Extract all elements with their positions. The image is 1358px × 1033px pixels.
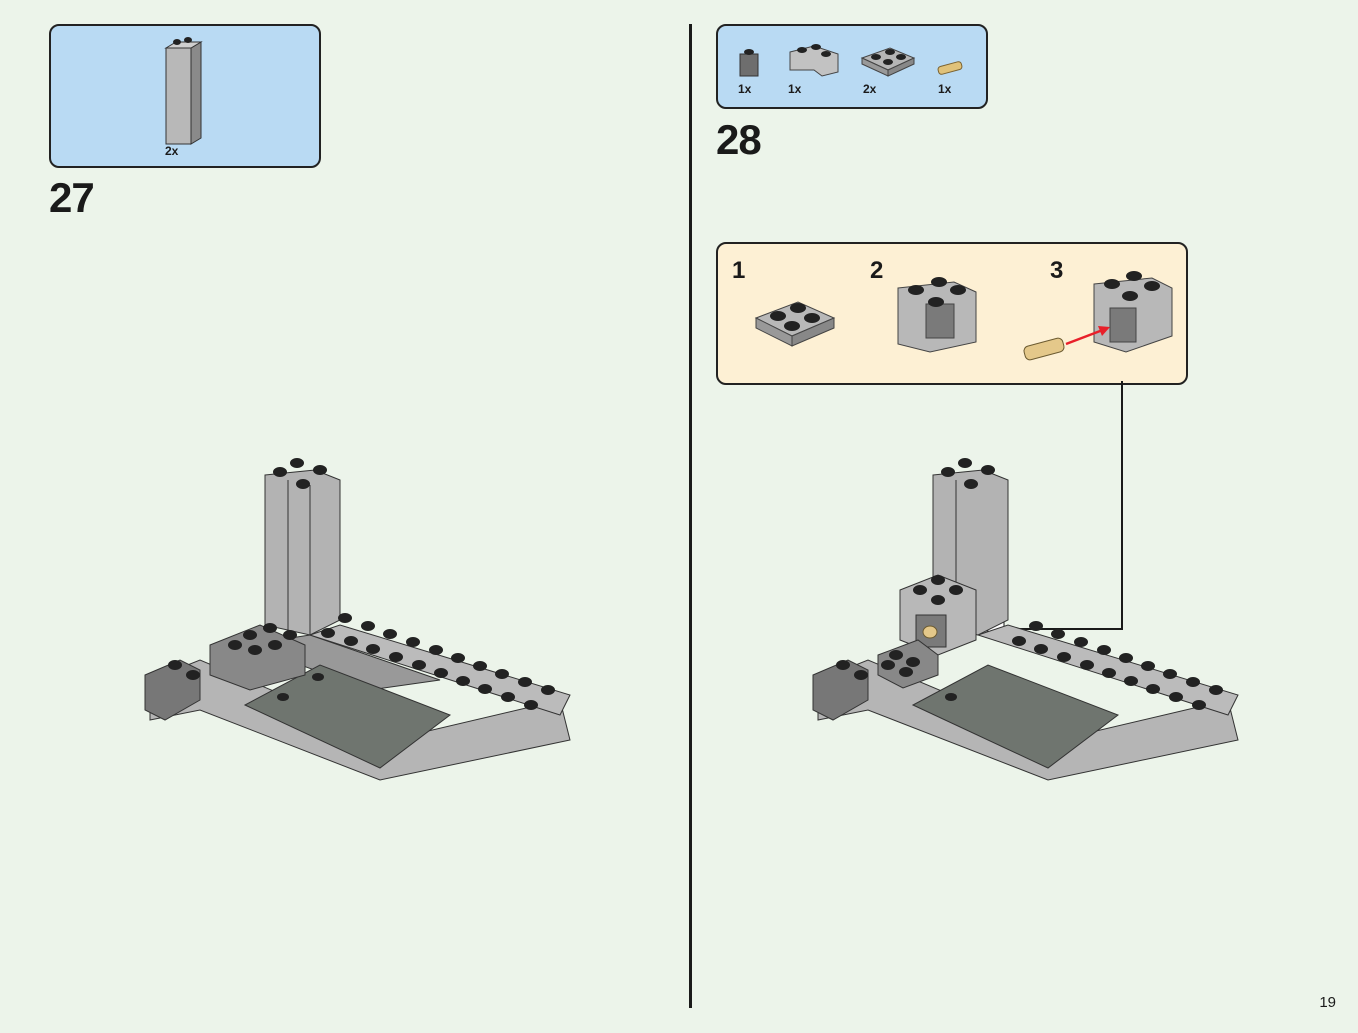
- part-quantity: 2x: [165, 144, 179, 158]
- plate-2x2-icon: [754, 301, 836, 347]
- page-divider: [689, 24, 692, 1008]
- studs-row: [228, 613, 555, 710]
- brick-1x1-with-hole-icon: [739, 49, 759, 77]
- tan-pin-icon: [937, 61, 963, 75]
- corner-brick-icon: [789, 44, 839, 77]
- step-28-parts-list: 1x 1x 2x 1x: [716, 24, 988, 109]
- brick-assembly-icon: [897, 277, 977, 353]
- part-quantity: 2x: [863, 82, 877, 96]
- step-number: 28: [716, 116, 762, 163]
- part-quantity: 1x: [738, 82, 752, 96]
- substep-number: 3: [1050, 257, 1064, 284]
- substep-box: 1 2 3: [716, 242, 1188, 385]
- plate-2x2-icon: [860, 47, 916, 77]
- step-27-model: [144, 458, 571, 781]
- part-quantity: 1x: [938, 82, 952, 96]
- step-number: 27: [49, 174, 95, 221]
- step-28-model: [812, 458, 1239, 781]
- step-27-parts-list: 2x: [49, 24, 321, 168]
- brick-1x2x5-icon: [164, 37, 203, 145]
- page-number: 19: [1319, 994, 1336, 1011]
- substep-number: 2: [870, 257, 884, 284]
- pin-insertion-icon: [1023, 271, 1173, 361]
- substep-number: 1: [732, 257, 746, 284]
- part-quantity: 1x: [788, 82, 802, 96]
